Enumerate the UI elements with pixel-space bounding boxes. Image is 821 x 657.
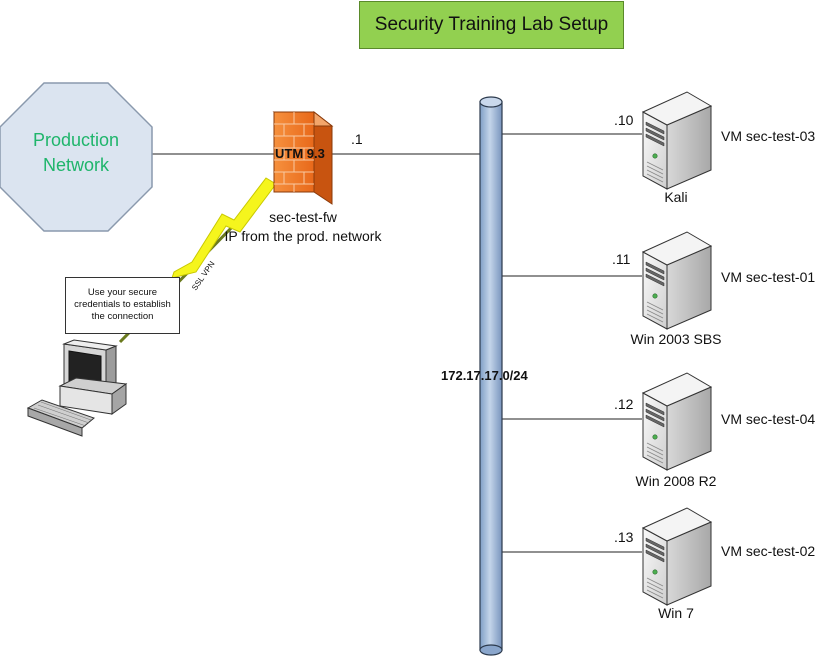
production-network-label: Production Network (32, 130, 120, 175)
server-ip-win2008: .12 (614, 396, 634, 412)
server-os-kali: Kali (664, 189, 688, 205)
server-icon-kali (641, 91, 713, 190)
server-icon-win7 (641, 507, 713, 606)
server-vm-win2008: VM sec-test-04 (721, 411, 816, 427)
server-vm-win2003: VM sec-test-01 (721, 269, 816, 285)
subnet-label: 172.17.17.0/24 (441, 368, 528, 383)
server-vm-win7: VM sec-test-02 (721, 543, 816, 559)
server-vm-kali: VM sec-test-03 (721, 128, 816, 144)
server-ip-win7: .13 (614, 529, 634, 545)
network-bus (479, 96, 503, 656)
server-os-win2003: Win 2003 SBS (630, 331, 722, 347)
firewall-interface-ip: .1 (351, 131, 363, 147)
firewall-ip-note: IP from the prod. network (224, 228, 382, 244)
firewall-icon (272, 110, 334, 205)
firewall-hostname: sec-test-fw (269, 209, 337, 225)
server-ip-win2003: .11 (612, 251, 631, 267)
client-computer-icon (26, 339, 128, 437)
firewall-label: UTM 9.3 (275, 146, 325, 161)
vpn-callout: Use your secure credentials to establish… (65, 277, 180, 334)
server-os-win2008: Win 2008 R2 (635, 473, 717, 489)
lightning-icon (171, 177, 277, 279)
server-icon-win2003 (641, 231, 713, 330)
server-ip-kali: .10 (614, 112, 634, 128)
server-icon-win2008 (641, 372, 713, 471)
production-network-octagon (0, 82, 153, 232)
diagram-title: Security Training Lab Setup (359, 1, 624, 49)
server-os-win7: Win 7 (658, 605, 694, 621)
